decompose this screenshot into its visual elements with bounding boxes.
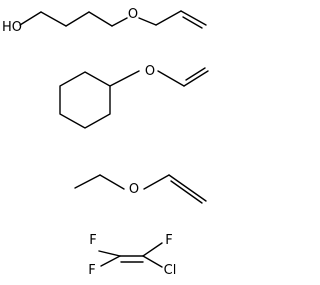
molecule-cyclohexyl-vinyl-ether: O (59, 64, 209, 129)
molecule-chlorotrifluoroethylene: F F F Cl (88, 233, 176, 278)
bonds (74, 174, 207, 204)
chlorine-label: Cl (164, 263, 177, 278)
structure-canvas: HO O O O F (2, 7, 209, 278)
bonds (19, 10, 207, 29)
hydroxyl-label: HO (2, 20, 22, 35)
ether-oxygen-label: O (145, 64, 155, 79)
chemical-structures: HO O O O F (2, 7, 209, 278)
ether-oxygen-label: O (128, 7, 138, 22)
bonds (59, 67, 209, 129)
molecule-ethyl-vinyl-ether: O (74, 174, 207, 204)
fluorine-label: F (165, 233, 172, 248)
fluorine-label: F (89, 233, 96, 248)
fluorine-label: F (88, 263, 95, 278)
ether-oxygen-label: O (129, 182, 139, 197)
bonds (98, 242, 163, 268)
molecule-hydroxybutyl-vinyl-ether: HO O (2, 7, 207, 35)
